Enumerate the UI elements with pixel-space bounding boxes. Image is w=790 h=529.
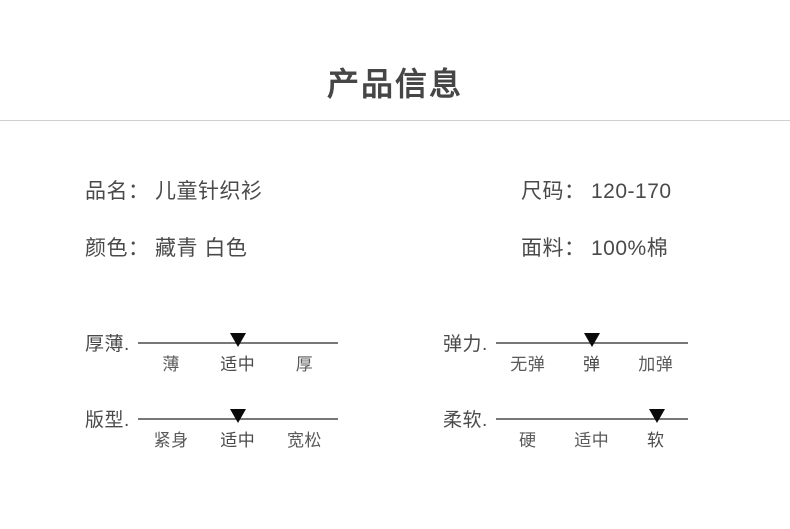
spec-row: 颜色 ： 藏青 白色 面料 ： 100%棉 xyxy=(0,232,790,289)
spec-label: 品名 xyxy=(85,180,128,203)
scale-track[interactable]: 紧身 适中 宽松 xyxy=(137,406,338,450)
scale-option[interactable]: 弹 xyxy=(583,355,601,374)
scale-track[interactable]: 薄 适中 厚 xyxy=(137,330,338,374)
spec-label: 面料 xyxy=(521,237,564,260)
spec-label: 颜色 xyxy=(85,237,128,260)
page-header: 产品信息 xyxy=(0,0,790,121)
scale-line xyxy=(137,333,338,347)
scale-option[interactable]: 软 xyxy=(647,431,665,450)
scale-options: 硬 适中 软 xyxy=(496,420,688,450)
spec-grid: 品名 ： 儿童针织衫 尺码 ： 120-170 颜色 ： 藏青 白色 面料 ： … xyxy=(0,175,790,289)
scale-option[interactable]: 加弹 xyxy=(638,355,674,374)
scale-option[interactable]: 薄 xyxy=(162,355,180,374)
spec-label: 尺码 xyxy=(521,180,564,203)
scale-marker-icon xyxy=(583,333,600,347)
spec-colon: ： xyxy=(128,180,149,203)
scale-softness: 柔软. 硬 适中 软 xyxy=(443,406,688,450)
scale-options: 薄 适中 厚 xyxy=(138,344,338,374)
scale-line xyxy=(495,333,688,347)
spec-value: 儿童针织衫 xyxy=(155,180,263,203)
scale-option[interactable]: 适中 xyxy=(574,431,610,450)
spec-item-fabric: 面料 ： 100%棉 xyxy=(521,232,668,262)
scale-option[interactable]: 无弹 xyxy=(510,355,546,374)
spec-item-product-name: 品名 ： 儿童针织衫 xyxy=(85,175,263,205)
scale-marker-icon xyxy=(229,409,246,423)
scale-elasticity: 弹力. 无弹 弹 加弹 xyxy=(443,330,688,374)
scale-option[interactable]: 厚 xyxy=(295,355,314,374)
scale-option[interactable]: 硬 xyxy=(519,431,537,450)
scale-marker-icon xyxy=(649,409,666,423)
spec-row: 品名 ： 儿童针织衫 尺码 ： 120-170 xyxy=(0,175,790,232)
scale-label: 版型. xyxy=(85,410,130,431)
scale-label: 弹力. xyxy=(443,334,488,355)
header-divider xyxy=(0,120,790,121)
spec-value: 藏青 白色 xyxy=(155,237,248,260)
scale-row: 版型. 紧身 适中 宽松 柔软. 硬 适中 软 xyxy=(0,406,790,482)
scale-line xyxy=(495,409,688,423)
scale-thickness: 厚薄. 薄 适中 厚 xyxy=(85,330,338,374)
scale-option[interactable]: 适中 xyxy=(220,431,256,450)
scale-option[interactable]: 适中 xyxy=(220,355,256,374)
scale-options: 紧身 适中 宽松 xyxy=(138,420,338,450)
spec-value: 120-170 xyxy=(591,180,672,203)
scale-fit: 版型. 紧身 适中 宽松 xyxy=(85,406,338,450)
attribute-scales: 厚薄. 薄适中厚 弹力. 无弹弹加弹 xyxy=(0,330,790,482)
spec-colon: ： xyxy=(564,237,585,260)
scale-track[interactable]: 硬 适中 软 xyxy=(495,406,688,450)
spec-item-size: 尺码 ： 120-170 xyxy=(521,175,672,205)
scale-option[interactable]: 宽松 xyxy=(286,431,322,450)
scale-label: 厚薄. xyxy=(85,334,130,355)
page-title: 产品信息 xyxy=(326,66,463,102)
scale-label: 柔软. xyxy=(443,410,488,431)
spec-colon: ： xyxy=(128,237,149,260)
scale-marker-icon xyxy=(229,333,246,347)
scale-row: 厚薄. 薄 适中 厚 弹力. 无弹 弹 加弹 xyxy=(0,330,790,406)
scale-option[interactable]: 紧身 xyxy=(153,431,189,450)
scale-line xyxy=(137,409,338,423)
spec-item-color: 颜色 ： 藏青 白色 xyxy=(85,232,247,262)
scale-options: 无弹 弹 加弹 xyxy=(496,344,688,374)
spec-value: 100%棉 xyxy=(591,237,669,260)
spec-colon: ： xyxy=(564,180,585,203)
scale-track[interactable]: 无弹 弹 加弹 xyxy=(495,330,688,374)
